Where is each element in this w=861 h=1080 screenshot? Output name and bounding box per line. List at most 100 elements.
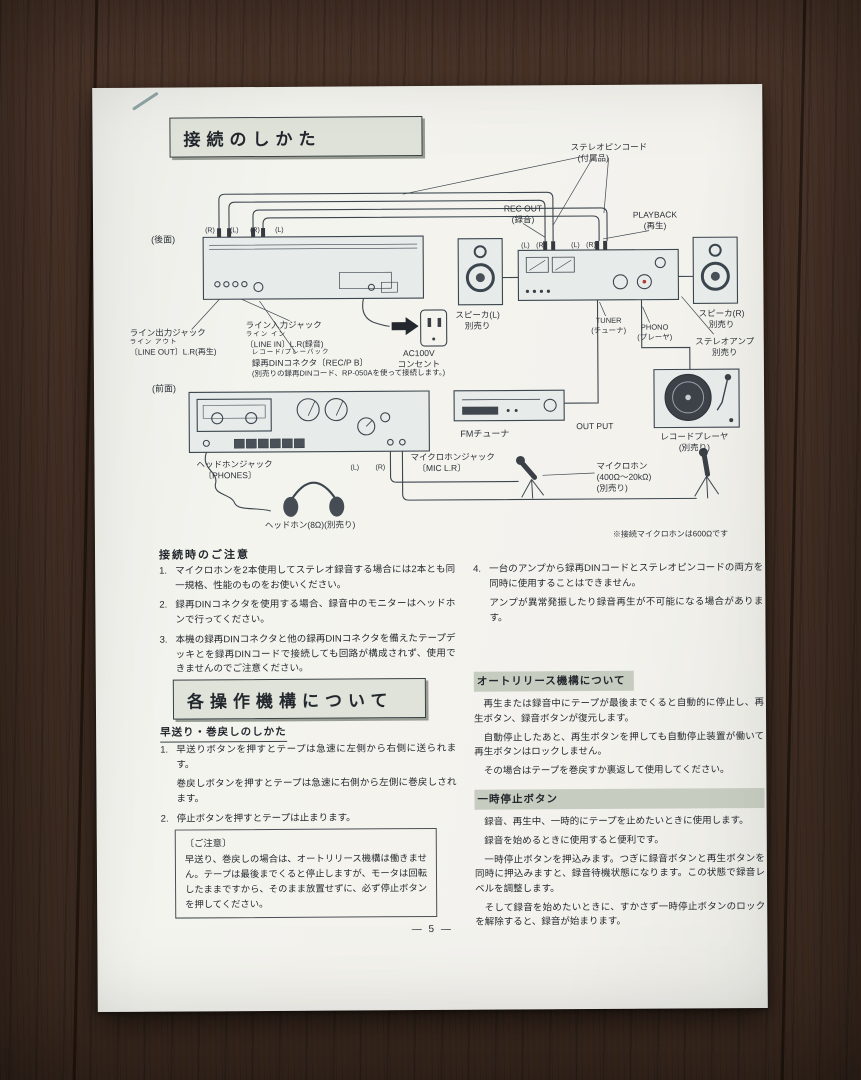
note-item-1-num: 1. [159,565,168,577]
fm-tuner-illustration [453,389,565,422]
label-ac-outlet: AC100V コンセント [392,348,446,371]
phono-sub: (プレーヤ) [637,332,673,342]
headphone-jack-text: ヘッドホンジャック [196,458,273,470]
notes-heading: 接続時のご注意 [159,549,251,562]
pen-mark [132,91,159,111]
ac-outlet-sub: コンセント [397,359,441,370]
note-item-4-text: 一台のアンプから録再DINコードとステレオピンコードの両方を同時に使用することは… [489,561,764,590]
notes-right-column: 4. 一台のアンプから録再DINコードとステレオピンコードの両方を同時に使用する… [473,561,763,632]
label-speaker-left: スピーカ(L) 別売り [447,310,509,333]
phono-text: PHONO [640,322,669,332]
table-plank-seam-right [780,0,807,1080]
speaker-left-optional: 別売り [464,320,491,332]
line-out-jack-sub: 〔LINE OUT〕L.R(再生) [129,347,217,357]
playback-sub: (再生) [643,220,667,231]
ff-item-1: 1. 早送りボタンを押すとテープは急速に左側から右側に送られます。 [160,742,456,773]
label-microphone: マイクロホン (400Ω～20kΩ) (別売り) [596,461,651,495]
pause-button-heading: 一時停止ボタン [474,787,765,810]
section-title-operations: 各操作機構について [172,678,427,720]
label-playback: PLAYBACK (再生) [625,209,685,232]
microphone-right-illustration [694,447,720,499]
note-item-4-num: 4. [473,563,482,575]
label-mic-jack: マイクロホンジャック 〔MIC L.R〕 [410,452,495,475]
ff-item-1-continued: 巻戻しボタンを押すとテープは急速に右側から左側に巻戻しされます。 [176,777,457,805]
notes-left-column: 1. マイクロホンを2本使用してステレオ録音する場合には2本とも同一規格、性能の… [159,563,456,683]
ff-item-2-text: 停止ボタンを押すとテープは止まります。 [176,812,356,825]
auto-release-p1: 再生または録音中にテープが最後までくると自動的に停止し、再生ボタン、録音ボタンが… [474,697,764,725]
tuner-sub: (チューナ) [591,325,627,335]
mic-jack-sub: 〔MIC L.R〕 [417,462,466,474]
label-line-in-jack: ライン入力ジャック ライン イン 〔LINE IN〕L.R(録音) [246,320,324,351]
microphone-text: マイクロホン [596,460,648,471]
note-item-4-continued: アンプが異常発振したり録音再生が不可能になる場合があります。 [489,596,764,624]
stereo-amp-text: ステレオアンプ [695,336,755,347]
headphone-jack-sub: 〔PHONES〕 [203,470,257,481]
ff-item-1-num: 1. [160,744,169,756]
label-stereo-amp: ステレオアンプ 別売り [692,336,758,359]
stereo-amp-optional: 別売り [712,347,738,358]
channel-label-r: (R) [586,241,596,250]
section-title-connections-text: 接続のしかた [183,129,322,150]
auto-release-heading: オートリリース機構について [473,670,634,693]
label-record-player: レコードプレーヤ (別売り) [652,431,736,454]
record-player-text: レコードプレーヤ [660,431,729,442]
label-fm-tuner: FMチューナ [460,428,510,439]
ff-rewind-body: 1. 早送りボタンを押すとテープは急速に左側から右側に送られます。 巻戻しボタン… [160,742,457,832]
label-headphone-jack: ヘッドホンジャック 〔PHONES〕 [196,459,272,482]
label-rec-out: REC OUT (録音) [497,203,549,226]
channel-label-r: (R) [536,242,546,250]
ff-item-2: 2. 停止ボタンを押すとテープは止まります。 [161,811,457,828]
channel-label-l: (L) [521,242,530,250]
note-item-2-text: 録再DINコネクタを使用する場合、録音中のモニターはヘッドホンで行ってください。 [175,598,456,626]
stereo-pin-cord-text: ステレオピンコード [570,141,648,153]
note-item-4: 4. 一台のアンプから録再DINコードとステレオピンコードの両方を同時に使用する… [473,561,763,592]
note-item-3-num: 3. [159,634,168,646]
ops-right-column: オートリリース機構について 再生または録音中にテープが最後までくると自動的に停止… [473,670,766,935]
stereo-pin-cord-sub: (付属品) [577,153,609,164]
microphone-left-illustration [515,455,545,499]
speaker-right-text: スピーカ(R) [698,308,745,319]
line-in-jack-text: ライン入力ジャック [245,319,322,331]
speaker-left-text: スピーカ(L) [455,309,500,320]
ff-item-2-num: 2. [160,813,169,825]
rec-out-text: REC OUT [503,203,543,214]
pause-p1: 録音、再生中、一時的にテープを止めたいときに使用します。 [484,815,749,828]
rec-out-sub: (録音) [511,214,535,225]
pause-p2: 録音を始めるときに使用すると便利です。 [484,834,664,847]
label-out-put: OUT PUT [576,420,614,432]
record-player-optional: (別売り) [678,442,710,453]
channel-label-l: (L) [571,242,580,250]
channel-label-r: (R) [250,227,260,235]
caution-title: 〔ご注意〕 [184,838,232,849]
tape-deck-rear-illustration [202,235,425,300]
pause-p3: 一時停止ボタンを押込みます。つぎに録音ボタンと再生ボタンを同時に押込みますと、録… [474,852,766,895]
tuner-text: TUNER [595,315,622,325]
mic-jack-text: マイクロホンジャック [410,451,495,463]
label-speaker-right: スピーカ(R) 別売り [691,308,753,331]
note-item-2-num: 2. [159,600,168,612]
caution-body: 早送り、巻戻しの場合は、オートリリース機構は働きません。テープは最後までくると停… [184,852,428,910]
record-player-illustration [653,368,740,429]
amplifier-illustration [502,248,694,302]
channel-label-l: (L) [350,464,360,472]
pause-p4: そして録音を始めたいときに、すかさず一時停止ボタンのロックを解除すると、録音が始… [475,900,766,929]
section-title-operations-text: 各操作機構について [186,691,394,712]
label-line-out-jack: ライン出力ジャック ライン アウト 〔LINE OUT〕L.R(再生) [130,327,217,358]
manual-page: 接続のしかた [92,83,768,1013]
ff-item-1-text: 早送りボタンを押すとテープは急速に左側から右側に送られます。 [176,742,457,771]
label-headphone: ヘッドホン(8Ω)(別売り) [264,519,356,531]
channel-label-r: (R) [375,464,386,472]
label-stereo-pin-cord: ステレオピンコード (付属品) [571,142,648,165]
playback-text: PLAYBACK [632,209,678,220]
page-number: — 5 — [411,923,453,936]
ac-outlet-text: AC100V [402,347,435,359]
section-title-connections: 接続のしかた [169,116,423,158]
ff-rewind-heading: 早送り・巻戻しのしかた [160,723,287,743]
speaker-right-optional: 別売り [708,319,735,330]
auto-release-p2: 自動停止したあと、再生ボタンを押しても自動停止装置が働いて再生ボタンはロックしま… [474,730,765,759]
label-tuner: TUNER (チューナ) [586,316,632,336]
label-front-view: (前面) [151,383,177,394]
tape-deck-front-illustration [188,390,430,454]
note-item-1-text: マイクロホンを2本使用してステレオ録音する場合には2本とも同一規格、性能のものを… [175,563,456,592]
